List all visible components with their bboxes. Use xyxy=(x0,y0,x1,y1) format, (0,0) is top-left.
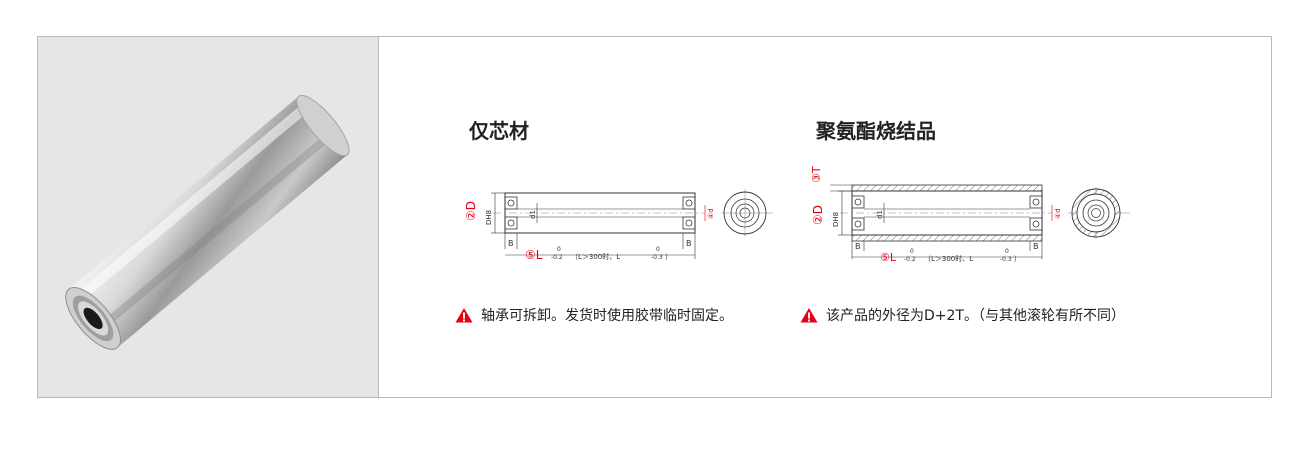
product-table: 仅芯材 ②D DH8 xyxy=(37,36,1272,398)
tol-lower: -0.2 xyxy=(551,254,563,261)
warning-icon xyxy=(800,308,818,323)
end-view xyxy=(1068,187,1130,239)
label-d: ④d xyxy=(707,208,715,219)
variant-title: 聚氨酯烧结品 xyxy=(816,119,936,143)
long-tol-upper: 0 xyxy=(1005,248,1009,255)
polyurethane-drawing: ③T xyxy=(810,166,1130,264)
label-DH8: DH8 xyxy=(832,212,840,227)
label-L: ⑤L xyxy=(525,248,543,262)
label-T: ③T xyxy=(810,166,823,183)
long-close: ） xyxy=(1014,255,1021,263)
variant-note: 该产品的外径为D+2T。（与其他滚轮有所不同） xyxy=(800,305,1125,325)
label-B-right: B xyxy=(1033,242,1039,251)
label-DH8: DH8 xyxy=(485,210,493,225)
label-B-right: B xyxy=(686,239,692,248)
label-d: ④d xyxy=(1054,208,1062,219)
end-view xyxy=(721,189,773,237)
product-photo-cell xyxy=(38,37,379,397)
roller-photo xyxy=(65,94,350,350)
warning-icon xyxy=(455,308,473,323)
tol-upper: 0 xyxy=(557,246,561,253)
label-L: ⑤L xyxy=(880,251,897,264)
long-close: ） xyxy=(665,253,672,261)
variant-note: 轴承可拆卸。发货时使用胶带临时固定。 xyxy=(455,305,733,325)
long-tol-upper: 0 xyxy=(656,246,660,253)
variants-area: 仅芯材 ②D DH8 xyxy=(379,37,1271,397)
core-only-drawing: ②D DH8 d1 B B ⑤L 0 -0.2 （L＞300时、L 0 -0.3… xyxy=(464,189,773,262)
label-d1: d1 xyxy=(529,210,537,219)
note-text: 该产品的外径为D+2T。（与其他滚轮有所不同） xyxy=(826,308,1125,324)
long-tol-lower: -0.3 xyxy=(651,254,663,261)
label-D: ②D xyxy=(811,205,825,225)
variant-title: 仅芯材 xyxy=(469,119,529,143)
note-text: 轴承可拆卸。发货时使用胶带临时固定。 xyxy=(481,308,733,324)
label-B-left: B xyxy=(855,242,861,251)
tol-lower: -0.2 xyxy=(904,256,916,263)
long-note: （L＞300时、L xyxy=(924,254,973,263)
label-D: ②D xyxy=(464,201,478,221)
label-B-left: B xyxy=(508,239,514,248)
long-tol-lower: -0.3 xyxy=(1000,256,1012,263)
label-d1: d1 xyxy=(876,210,884,219)
long-note: （L＞300时、L xyxy=(571,252,620,261)
tol-upper: 0 xyxy=(910,248,914,255)
